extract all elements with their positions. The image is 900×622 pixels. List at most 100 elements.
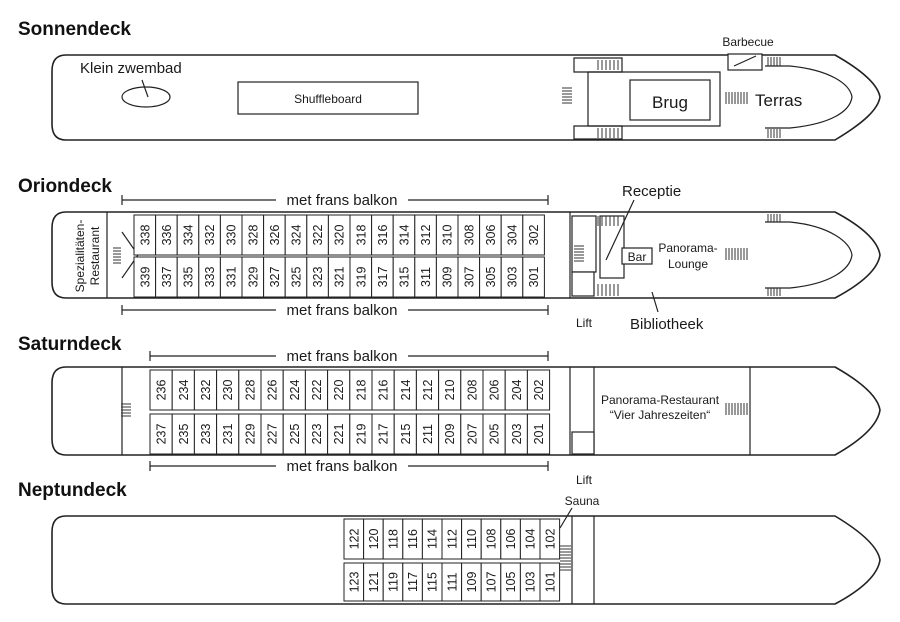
pool-shape [121,86,171,108]
cabin-number: 122 [347,529,361,550]
cabin-number: 219 [354,424,368,445]
cabin-cell [526,413,551,455]
cabin-number: 107 [485,572,499,593]
cabin-number: 305 [484,267,498,288]
balcony-bracket-bottom: met frans balkon [121,301,549,319]
cabin-number: 102 [543,529,557,550]
cabin-number: 304 [506,225,520,246]
bar-label: Bar [628,250,647,264]
cabin-number: 303 [506,267,520,288]
cabin-number: 232 [199,380,213,401]
cabin-number: 116 [406,529,420,549]
library-label: Bibliotheek [630,316,704,333]
cabin-number: 227 [266,424,280,445]
cabin-number: 214 [399,380,413,401]
pool-label: Klein zwembad [80,60,182,77]
cabin-number: 338 [138,225,152,246]
cabin-number: 216 [377,380,391,401]
cabin-number: 204 [510,380,524,401]
cabin-number: 207 [465,424,479,445]
cabin-number: 210 [443,380,457,401]
stairs-icon [574,245,584,262]
cabin-number: 335 [182,267,196,288]
balcony-label-top: met frans balkon [287,348,398,365]
cabin-number: 235 [177,424,191,445]
cabin-number: 323 [311,267,325,288]
library-leader-line [651,291,659,313]
cabin-number: 312 [419,225,433,246]
stairs-icon [597,216,619,226]
stairs-icon [767,57,781,66]
cabin-cell [522,256,545,298]
cabin-number: 329 [246,267,260,288]
lift-shaft [571,271,595,297]
cabin-number: 109 [465,572,479,593]
cabin-number: 114 [426,529,440,549]
lift-label: Lift [576,316,593,330]
cabin-number: 231 [221,424,235,445]
balcony-bracket-bottom: met frans balkon [149,457,549,475]
cabin-number: 220 [332,380,346,401]
cabin-number: 326 [268,225,282,246]
stairs-icon [562,87,572,104]
cabin-number: 105 [504,572,518,593]
stairs-icon [767,129,781,138]
balcony-bracket-top: met frans balkon [149,347,549,365]
sauna-leader-line [559,507,573,529]
cabin-number: 325 [290,267,304,288]
sonnendeck-section: Sonnendeck Klein zwembad Shuffleboard [18,19,881,141]
cabin-number: 225 [288,424,302,445]
pool-leader-line [141,79,149,98]
deck-title-oriondeck: Oriondeck [18,176,112,197]
cabin-number: 212 [421,380,435,401]
bar-box [621,247,653,265]
cabin-number: 307 [462,267,476,288]
cabin-number: 203 [510,424,524,445]
stairs-icon [767,288,781,296]
cabin-number: 333 [203,267,217,288]
cabin-number: 215 [399,424,413,445]
cabin-number: 320 [333,225,347,246]
cabin-number: 324 [290,225,304,246]
balcony-bracket-top: met frans balkon [121,191,549,209]
sauna-label: Sauna [565,494,600,508]
cabin-number: 330 [225,225,239,246]
stairs-icon [725,92,748,104]
cabin-number: 237 [155,424,169,445]
cabin-number: 101 [543,572,557,593]
cabin-number: 229 [243,424,257,445]
barbecue-area [727,53,763,71]
stairs-icon [725,248,748,260]
cabin-number: 103 [524,572,538,593]
cabin-number: 309 [441,267,455,288]
cabin-number: 111 [445,572,459,591]
reception-leader-line [605,199,635,261]
cabin-number: 334 [182,225,196,246]
shuffleboard-label: Shuffleboard [294,92,362,106]
cabin-number: 230 [221,380,235,401]
cabin-number: 327 [268,267,282,288]
lounge-bow-curve [765,221,853,289]
cabin-number: 218 [354,380,368,401]
cabin-number: 301 [527,267,541,288]
cabin-number: 112 [445,529,459,549]
cabin-number: 317 [376,267,390,288]
barbecue-leader-line [733,55,757,67]
cabin-number: 209 [443,424,457,445]
stairs-icon [767,214,781,222]
cabin-number: 110 [465,529,479,549]
cabin-number: 308 [462,225,476,246]
cabin-number: 228 [243,380,257,401]
deck-title-neptundeck: Neptundeck [18,480,127,501]
cabin-number: 319 [354,267,368,288]
balcony-label-bottom: met frans balkon [287,302,398,319]
cabin-number: 331 [225,267,239,288]
bridge-outline [587,71,721,127]
